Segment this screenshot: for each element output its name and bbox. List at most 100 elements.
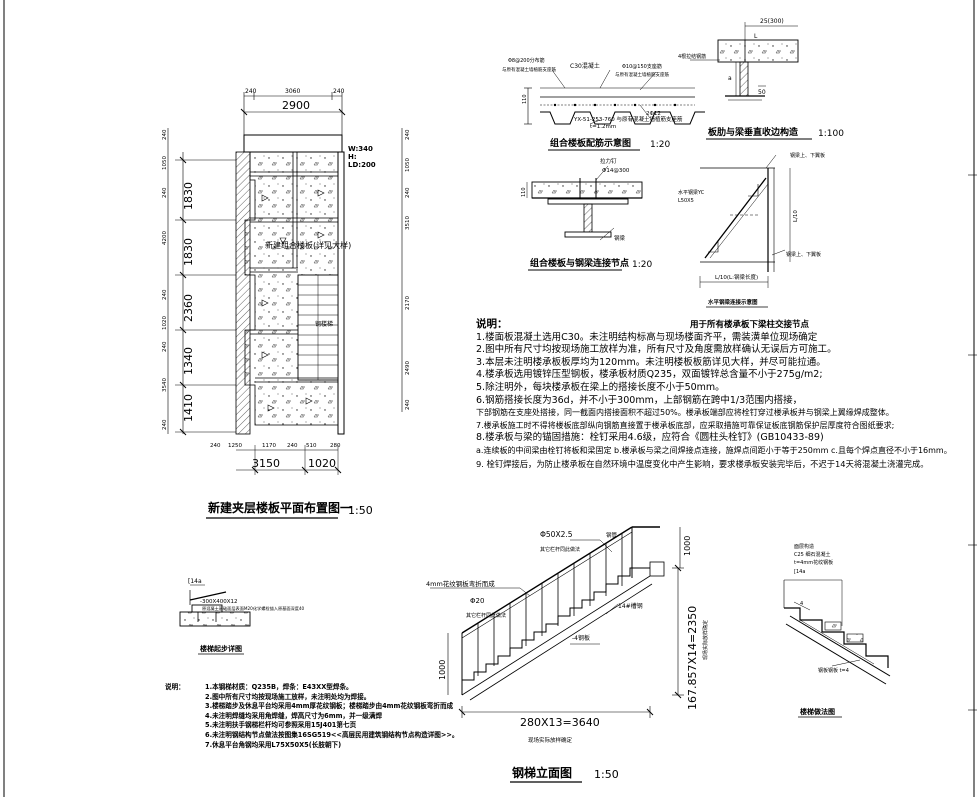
detail2-scale: 1:100 [818, 129, 844, 139]
plan-beam-h: H: [348, 153, 357, 161]
plan-dim-ls-1: 240 [162, 129, 168, 140]
notes-item-11: 9. 栓钉焊接后，为防止楼承板在自然环境中温度变化中产生影响，要求楼承板安装完毕… [476, 458, 929, 469]
plan-dim-bs-4: 240 [287, 443, 298, 449]
plan-dim-ls-4: 4200 [162, 231, 168, 245]
detail1-scale: 1:20 [650, 140, 670, 150]
plan-dim-ls-9: 240 [162, 419, 168, 430]
elev-dim-right-note: 现场实际放样确定 [702, 620, 709, 660]
elev-dim-bottom-note: 现场实际放样确定 [528, 736, 573, 744]
plan-dim-rs-1: 240 [405, 129, 411, 140]
detail5-label-1: [14a [188, 578, 202, 585]
detail2-label-3: 4根拉结钢筋 [678, 53, 706, 60]
plan-beam-ld: LD:200 [348, 161, 376, 169]
elev-label-4: 4mm花纹钢板弯折而成 [426, 579, 495, 588]
detail1-label-8: t=1.2mm [590, 124, 616, 130]
floor-plan [175, 134, 345, 475]
plan-dim-rs-4: 3510 [405, 216, 411, 230]
detail6-label-4: [14a [794, 569, 805, 575]
detail3-drawing [526, 165, 643, 241]
detail1-title: 组合楼板配筋示意图 [550, 137, 631, 149]
detail1-drawing [524, 69, 705, 125]
detail2-label-5: 50 [758, 89, 766, 96]
elev-dim-left: 1000 [438, 660, 447, 680]
stair-notes-item-1: 1.本钢梯材质：Q235B，焊条：E43XX型焊条。 [205, 683, 353, 691]
plan-dim-ls-2: 1050 [162, 156, 168, 170]
general-notes: 说明： 1.楼面板混凝土选用C30。未注明结构标高与现场楼面齐平，需装潢单位现场… [476, 318, 971, 470]
plan-dim-bs-2: 1250 [228, 443, 242, 449]
detail4-label-1: 钢梁上、下翼板 [790, 152, 825, 159]
detail5-drawing [179, 584, 251, 627]
plan-dim-left-4: 1340 [182, 347, 195, 375]
notes-item-7: 下部钢筋在支座处搭接，同一截面内搭接面积不超过50%。楼承板端部应将栓钉穿过楼承… [476, 408, 894, 418]
notes-item-10: a.连续板的中间梁由栓钉将板和梁固定 b.楼承板与梁之间焊接点连接，施焊点间距小… [476, 445, 952, 455]
plan-dim-bottom-2: 1020 [308, 457, 336, 470]
detail3-label-4: 钢梁 [614, 234, 626, 242]
notes-item-8: 7.楼承板施工时不得将楼板底部纵向钢筋直接置于楼承板底部，应采取措施可靠保证板底… [476, 420, 895, 430]
detail6-title: 楼梯做法图 [800, 707, 835, 716]
notes-item-4: 4.楼承板选用镀锌压型钢板，楼承板材质Q235，双面镀锌总含量不小于275g/m… [476, 369, 823, 381]
plan-dim-bottom-1: 3150 [252, 457, 280, 470]
detail2-label-2: L [754, 33, 758, 40]
detail4-label-5: 钢梁上、下翼板 [786, 251, 821, 258]
detail3-title: 组合楼板与钢梁连接节点 [530, 257, 629, 269]
elev-label-6: 其它栏杆同此做法 [466, 612, 506, 619]
elev-title: 钢梯立面图 [512, 765, 572, 780]
stair-elevation-ticks [458, 564, 682, 716]
stair-notes-item-3: 3.楼梯踏步及休息平台均采用4mm厚花纹钢板；楼梯踏步由4mm花纹钢板弯折而成 [205, 702, 454, 711]
detail1-label-6: 2Φ12 [646, 111, 661, 117]
plan-title: 新建夹层楼板平面布置图一 [208, 500, 352, 515]
detail4-drawing [699, 154, 791, 288]
plan-dim-bs-1: 240 [210, 443, 221, 449]
detail4-label-4: L/10 [793, 210, 799, 222]
detail3-label-3: 110 [521, 187, 527, 197]
detail5-label-2: -300X400X12 [200, 599, 238, 605]
elev-scale: 1:50 [594, 768, 619, 781]
detail4-caption: 用于所有楼承板下梁柱交接节点 [689, 319, 810, 330]
detail1-label-1: Φ8@200分布筋 [508, 57, 545, 64]
frame-right-ticks [968, 174, 977, 711]
detail1-label-4: 与原有混凝土墙植筋支座筋 [502, 66, 556, 73]
detail4-label-3: L50X5 [678, 198, 694, 204]
elev-label-1: Φ50X2.5 [540, 530, 573, 539]
notes-item-5: 5.除注明外，每块楼承板在梁上的搭接长度不小于50mm。 [476, 381, 725, 393]
detail3-scale: 1:20 [632, 260, 652, 270]
elev-dim-top-right: 1000 [683, 536, 692, 556]
detail6-label-1: 面层构造 [794, 543, 814, 550]
stair-notes-item-2: 2.图中所有尺寸均按现场施工放样，未注明处均为焊接。 [205, 692, 371, 701]
notes-item-9: 8.楼承板与梁的锚固措施：栓钉采用4.6级，应符合《圆柱头栓钉》(GB10433… [476, 432, 824, 444]
stair-notes-item-6: 6.未注明钢结构节点做法按图集16SG519<<高层民用建筑钢结构节点构造详图>… [205, 730, 459, 739]
stair-notes-item-7: 7.休息平台角钢均采用L75X50X5(长肢朝下) [205, 740, 342, 749]
notes-item-2: 2.图中所有尺寸均按现场施工放样为准，所有尺寸及角度需放样确认无误后方可施工。 [476, 344, 837, 356]
stair-notes-title: 说明： [165, 683, 185, 691]
plan-dim-bs-5: 510 [306, 443, 317, 449]
detail2-title: 板肋与梁垂直收边构造 [708, 126, 799, 138]
detail6-label-3: t=4mm花纹钢板 [794, 559, 833, 566]
detail3-label-2: Φ14@300 [602, 168, 630, 174]
detail6-label-5: 4 [800, 601, 803, 607]
plan-dim-rs-5: 2170 [405, 296, 411, 310]
detail3-label-1: 拉力钉 [600, 157, 617, 165]
plan-dim-top-1: 240 [245, 88, 257, 95]
detail6-label-6: 钢板钢板 t=4 [818, 667, 849, 674]
stair-notes-item-4: 4.未注明焊缝均采用角焊缝，焊高尺寸为6mm，并一级满焊 [205, 711, 383, 720]
detail2-label-4: a [728, 75, 732, 82]
detail1-label-9: 110 [522, 94, 528, 104]
stair-notes-item-5: 5.未注明扶手钢梯栏杆均可参照采用15J401第七页 [205, 721, 357, 730]
detail5-label-3: 原混凝土基础面层表面M20化学螺栓锚入原基面深度40 [202, 605, 305, 612]
elev-label-2: 钢管 [606, 531, 618, 539]
elev-label-8: -4钢板 [572, 634, 590, 642]
detail6-label-2: C25 细石混凝土 [794, 551, 830, 558]
plan-dim-top-2: 3060 [285, 88, 300, 95]
plan-dim-left-2: 1830 [182, 238, 195, 266]
plan-dim-bs-3: 1170 [262, 443, 276, 449]
plan-dim-left-3: 2360 [182, 294, 195, 322]
detail5-title: 楼梯起步详图 [200, 644, 242, 653]
detail4-label-2: 水平钢梁YC [678, 189, 705, 196]
plan-dim-ls-6: 1020 [162, 316, 168, 330]
elev-dim-right: 167.857X14=2350 [686, 606, 699, 710]
plan-dim-rs-3: 240 [405, 187, 411, 198]
plan-dim-top-main: 2900 [282, 99, 310, 112]
plan-dim-ls-3: 240 [162, 187, 168, 198]
plan-beam-w: W:340 [348, 145, 373, 153]
